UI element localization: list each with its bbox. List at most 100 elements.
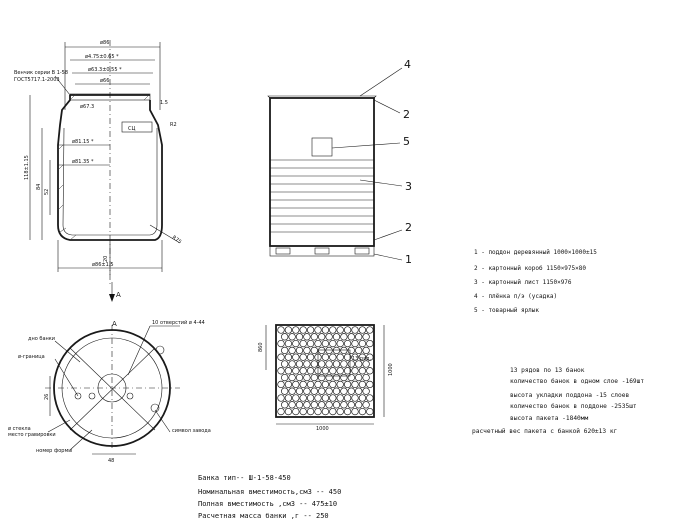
holes-note: 10 отверстий ø 4-44 [152, 319, 205, 326]
jar-circle [325, 360, 333, 368]
bottom-label-4: место гравировки [8, 432, 56, 438]
jar-circle [347, 333, 355, 341]
jar-circle [355, 373, 363, 382]
jar-circle [351, 407, 359, 416]
callout-3: 3 [405, 180, 412, 193]
jar-circle [292, 407, 300, 416]
legend-item-1: 1 - поддон деревянный 1000×1000±15 [474, 249, 597, 256]
jar-circle [332, 373, 341, 382]
jar-circle [281, 333, 289, 341]
jar-circle [292, 353, 300, 361]
jar-circle [321, 394, 330, 402]
bottom-label-5: номер формы [36, 448, 72, 454]
jar-circle [366, 353, 374, 361]
jar-circle [358, 353, 367, 361]
jar-circle [284, 367, 293, 375]
jar-circle [329, 394, 337, 402]
jar-circle [277, 326, 285, 334]
jar-circle [281, 387, 289, 395]
jar-circle [318, 401, 326, 409]
jar-circle [277, 339, 285, 348]
jar-circle [310, 401, 318, 409]
jar-circle [340, 401, 348, 409]
jar-circle [299, 394, 307, 402]
jar-circle [310, 387, 318, 395]
dim-top-width: ø86 [100, 40, 109, 46]
jar-circle [325, 333, 333, 341]
dim-d2: ø63.3±0.55 * [88, 67, 122, 73]
jar-circle [299, 339, 307, 348]
jar-circle [343, 380, 352, 389]
callout-2-bottom: 2 [405, 221, 412, 234]
jar-circles [277, 326, 374, 416]
jar-circle [358, 407, 367, 416]
jar-circle [340, 346, 348, 355]
jar-circle [325, 346, 333, 355]
jar-circle [281, 401, 289, 409]
spec-line-4: Расчетная масса банки ,г -- 250 [198, 512, 329, 520]
jar-circle [314, 380, 322, 389]
jar-circle [343, 339, 352, 348]
jar-circle [355, 360, 363, 368]
jar-circle [351, 380, 359, 389]
note-2: количество банок в одном слое -169шт [510, 377, 644, 385]
pallet-view: 4 2 5 3 2 1 [267, 58, 412, 266]
jar-circle [303, 373, 311, 382]
legend-item-2: 2 - картонный короб 1150×975×80 [474, 265, 586, 272]
jar-circle [288, 360, 296, 368]
jar-circle [358, 380, 367, 389]
jar-circle [314, 339, 322, 348]
finish-note-1: Венчик серии В 1-58 [14, 70, 68, 76]
jar-circle [325, 401, 333, 409]
jar-circle [277, 380, 285, 389]
note-1: 13 рядов по 13 банок [510, 366, 585, 374]
jar-circle [284, 353, 293, 361]
jar-circle [358, 367, 367, 375]
jar-circle [303, 360, 311, 368]
jar-circle [292, 326, 300, 334]
jar-circle [351, 353, 359, 361]
jar-circle [306, 394, 315, 402]
jar-circle [336, 407, 344, 416]
jar-circle [321, 326, 330, 334]
jar-circle [277, 407, 285, 416]
jar-circle [318, 360, 326, 368]
note-5: высота пакета -1840мм [510, 415, 589, 422]
jar-circle [355, 387, 363, 395]
layer-inner: 13 ряд. [352, 356, 372, 362]
jar-circle [362, 346, 370, 355]
jar-circle [325, 373, 333, 382]
layer-left: 860 [258, 342, 264, 352]
jar-circle [318, 346, 326, 355]
jar-circle [306, 407, 315, 416]
jar-circle [351, 326, 359, 334]
jar-circle [336, 353, 344, 361]
jar-circle [362, 373, 370, 382]
jar-circle [355, 346, 363, 355]
jar-circle [277, 394, 285, 402]
jar-circle [332, 401, 341, 409]
jar-circle [314, 326, 322, 334]
jar-circle [336, 394, 344, 402]
jar-circle [340, 373, 348, 382]
jar-circle [343, 353, 352, 361]
jar-circle [284, 394, 293, 402]
jar-circle [288, 346, 296, 355]
jar-circle [292, 367, 300, 375]
jar-circle [329, 339, 337, 348]
jar-circle [332, 333, 341, 341]
jar-circle [288, 401, 296, 409]
jar-circle [340, 387, 348, 395]
jar-circle [366, 339, 374, 348]
jar-circle [332, 346, 341, 355]
jar-circle [303, 387, 311, 395]
jar-circle [358, 339, 367, 348]
jar-circle [347, 346, 355, 355]
jar-circle [358, 394, 367, 402]
jar-circle [310, 333, 318, 341]
dim-d5: ø81.15 * [72, 139, 94, 145]
bottom-label-1: дно банки [28, 336, 55, 342]
jar-circle [299, 407, 307, 416]
note-4: количество банок в поддоне -2535шт [510, 402, 637, 410]
